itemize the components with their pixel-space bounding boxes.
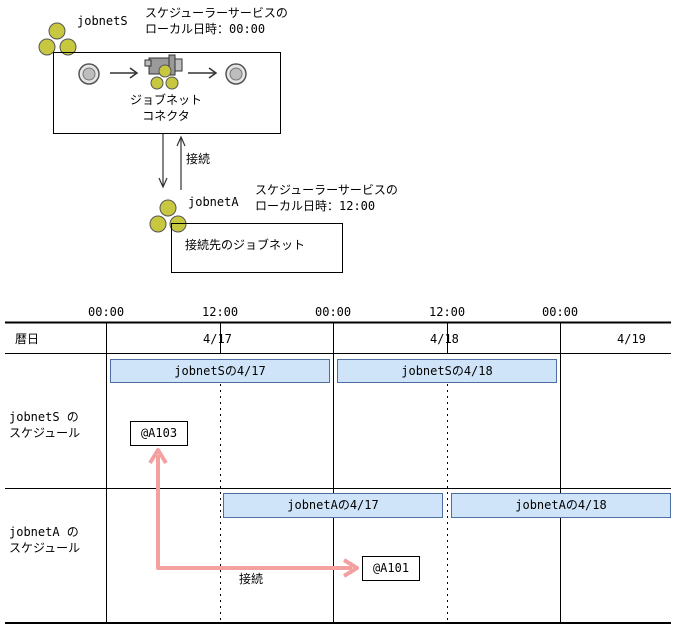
schedule-bar-jobnetS-4-17[interactable]: jobnetSの4/17 [110,359,330,383]
date-label-4-17: 4/17 [203,332,232,346]
row-header-jobnetS: jobnetS の スケジュール [9,410,81,440]
schedule-bar-jobnetA-4-18[interactable]: jobnetAの4/18 [451,493,671,518]
connection-arrows [158,134,186,190]
jobnetS-icon [38,22,77,56]
schedule-id-jobnetS[interactable]: @A103 [130,421,188,446]
time-label-0: 00:00 [88,305,125,319]
flow-arrow-1 [110,67,139,79]
flow-arrow-2 [188,67,218,79]
schedule-bar-jobnetS-4-18[interactable]: jobnetSの4/18 [337,359,557,383]
time-label-4: 00:00 [542,305,579,319]
schedule-id-jobnetA[interactable]: @A101 [362,556,420,581]
jobnetA-name: jobnetA [188,195,239,209]
jobnetA-box[interactable] [171,223,343,273]
time-label-2: 00:00 [315,305,352,319]
jobnet-connector-icon [144,54,183,90]
jobnetA-service-time: スケジューラーサービスの ローカル日時：12:00 [255,183,398,213]
jobnetS-name: jobnetS [77,14,128,28]
end-node-icon [225,63,247,85]
date-label-4-19: 4/19 [617,332,646,346]
noon-dotted-lines [220,384,448,622]
connect-label-timeline: 接続 [239,572,264,586]
target-jobnet-label: 接続先のジョブネット [185,238,306,252]
schedule-bar-jobnetA-4-17[interactable]: jobnetAの4/17 [223,493,443,518]
start-node-icon [78,63,100,85]
time-label-1: 12:00 [202,305,239,319]
jobnet-connector-label: ジョブネット コネクタ [129,93,202,123]
jobnetS-box[interactable] [53,52,281,134]
time-label-3: 12:00 [429,305,466,319]
connect-label-top: 接続 [186,152,211,166]
connection-pink-arrow [148,448,359,578]
jobnetA-icon [149,199,187,233]
row-header-date: 暦日 [15,332,40,346]
date-label-4-18: 4/18 [430,332,459,346]
row-header-jobnetA: jobnetA の スケジュール [9,525,81,555]
jobnetS-service-time: スケジューラーサービスの ローカル日時：00:00 [145,6,288,36]
timeline-grid [5,321,671,624]
